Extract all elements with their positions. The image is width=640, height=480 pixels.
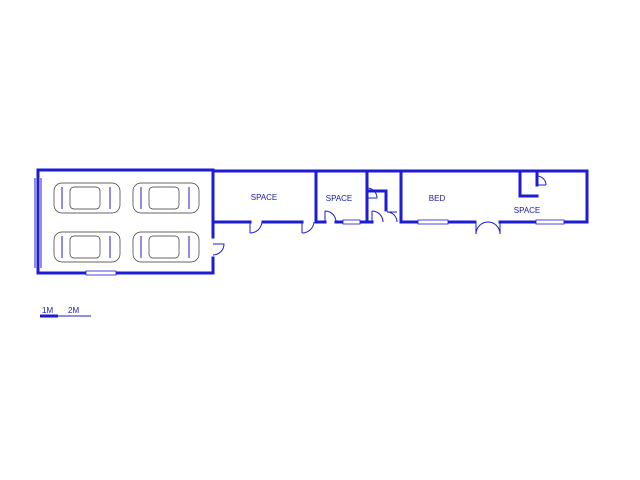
room-label-bed: BED: [429, 194, 446, 203]
scale-label-1m: 1M: [42, 306, 53, 315]
room-label-space-3: SPACE: [514, 206, 541, 215]
room-label-space-1: SPACE: [251, 193, 278, 202]
window: [342, 219, 361, 225]
scale-label-2m: 2M: [68, 306, 79, 315]
scale-bar: 1M 2M: [40, 306, 91, 318]
car-4: [132, 231, 200, 263]
window: [535, 219, 565, 225]
car-2: [132, 182, 200, 214]
garage: [34, 168, 225, 276]
room-label-space-2: SPACE: [326, 194, 353, 203]
walls: [211, 169, 589, 224]
car-3: [53, 231, 121, 263]
window: [417, 219, 449, 225]
car-1: [53, 182, 121, 214]
doors: [249, 175, 547, 235]
